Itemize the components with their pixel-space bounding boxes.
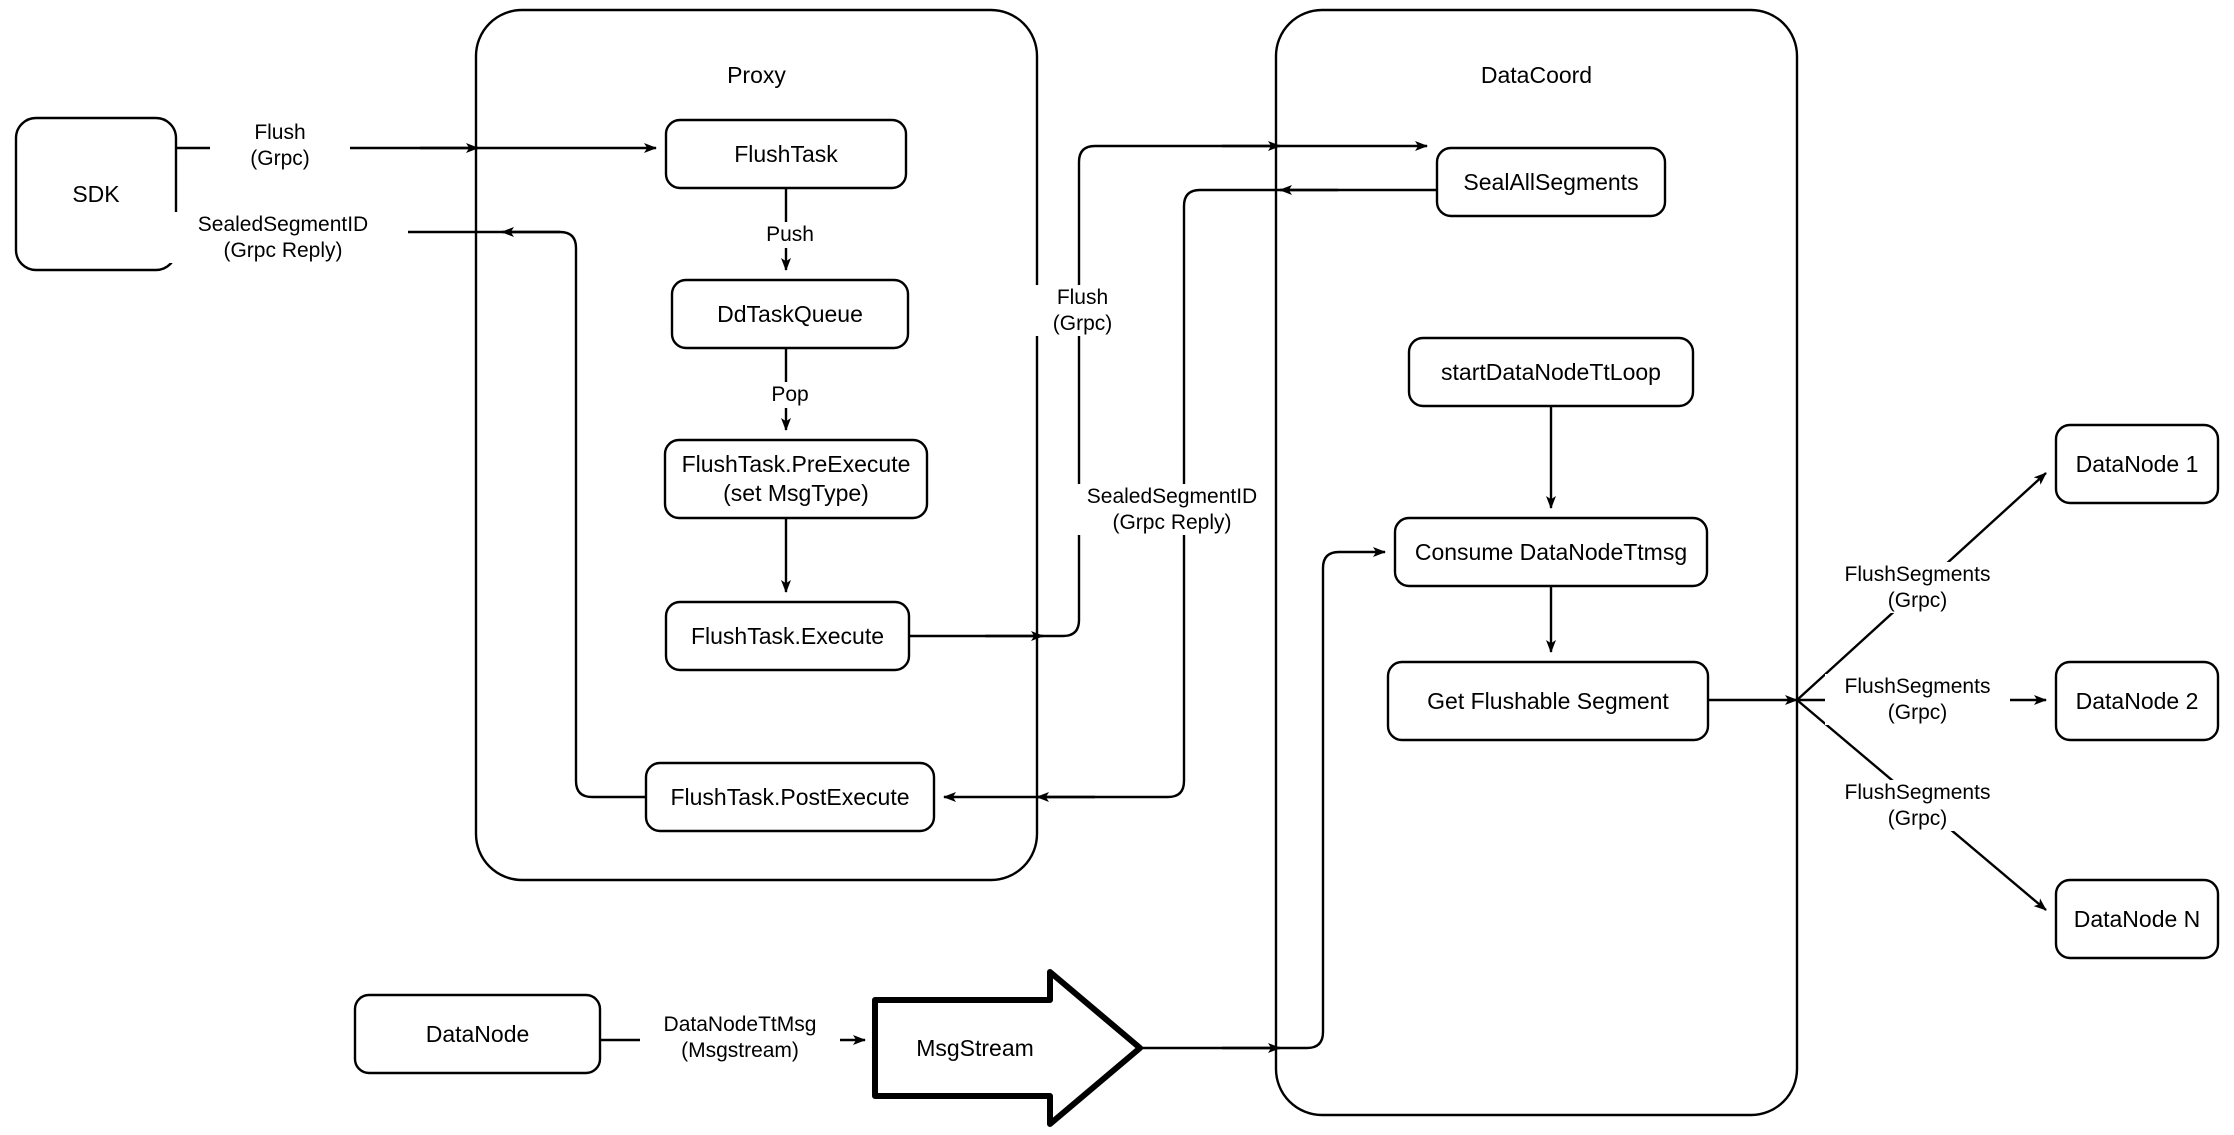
edge-postexecute-to-sdk bbox=[185, 227, 646, 799]
edge-msgstream-to-consume bbox=[1140, 547, 1386, 1050]
node-startdatanodettloop-box bbox=[1407, 336, 1695, 408]
node-datanode1-box bbox=[2054, 423, 2220, 505]
msgstream-arrow-shape bbox=[872, 969, 1143, 1127]
node-flushtask-execute-box bbox=[664, 600, 911, 672]
node-sealallsegments-box bbox=[1435, 146, 1667, 218]
node-get-flushable-segment-box bbox=[1386, 660, 1710, 742]
node-datanode-src-box bbox=[353, 993, 602, 1075]
node-sdk-box bbox=[14, 116, 178, 272]
node-ddtaskqueue-box bbox=[670, 278, 910, 350]
node-flushtask-postexecute-box bbox=[644, 761, 936, 833]
node-flushtask-box bbox=[664, 118, 908, 190]
node-datanode2-box bbox=[2054, 660, 2220, 742]
node-flushtask-preexecute-box bbox=[663, 438, 929, 520]
node-consume-datanodettmsg-box bbox=[1393, 516, 1709, 588]
edge-junction-to-datanoden bbox=[1796, 699, 2047, 911]
edge-junction-to-datanode1 bbox=[1796, 472, 2047, 701]
edge-execute-to-sealallsegments bbox=[909, 141, 1428, 638]
node-datanoden-box bbox=[2054, 878, 2220, 960]
